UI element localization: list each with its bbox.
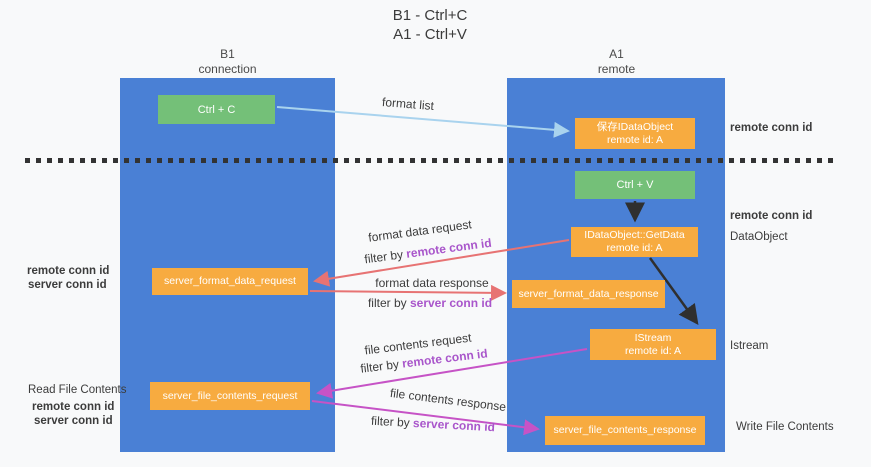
server-format-data-response-label: server_format_data_response	[518, 287, 659, 300]
store-idataobject-box: 保存IDataObject remote id: A	[575, 118, 695, 149]
server-format-data-request-box: server_format_data_request	[152, 268, 308, 295]
title-line-1: B1 - Ctrl+C	[392, 7, 468, 24]
server-file-contents-request-label: server_file_contents_request	[162, 389, 298, 402]
filter-by-text: filter by	[370, 413, 414, 430]
lane-a1-role: remote	[597, 62, 636, 76]
istream-line2: remote id: A	[624, 344, 682, 357]
annotation-istream: Istream	[730, 340, 769, 352]
annotation-read-file-contents: Read File Contents	[28, 384, 127, 396]
getdata-line1: IDataObject::GetData	[584, 229, 685, 241]
server-conn-id-text: server conn id	[409, 296, 493, 310]
remote-conn-id-text: remote conn id	[405, 235, 493, 261]
lane-b1-name: B1	[220, 47, 235, 61]
edge-label-filter-server-1: filter by server conn id	[368, 296, 492, 310]
annotation-remote-conn-id-left-1: remote conn id	[27, 265, 110, 277]
arrow-format-data-response	[309, 284, 507, 301]
annotation-dataobject: DataObject	[730, 231, 788, 243]
lane-header-a1-remote: A1 remote	[509, 47, 724, 77]
annotation-remote-conn-id-left-2: remote conn id	[32, 401, 115, 413]
edge-label-file-contents-response: file contents response	[389, 385, 507, 415]
copy-paste-separator-dashed-line	[25, 158, 833, 163]
getdata-line2: remote id: A	[606, 242, 663, 254]
annotation-write-file-contents: Write File Contents	[736, 421, 834, 433]
istream-box: IStream remote id: A	[590, 329, 716, 360]
server-format-data-response-box: server_format_data_response	[512, 280, 665, 308]
server-conn-id-text: server conn id	[412, 415, 496, 435]
server-file-contents-request-box: server_file_contents_request	[150, 382, 310, 410]
filter-by-text: filter by	[359, 356, 404, 376]
annotation-server-conn-id-left-2: server conn id	[34, 415, 113, 427]
edge-label-format-list: format list	[381, 94, 435, 114]
store-idataobject-line2: remote id: A	[606, 133, 664, 146]
idataobject-getdata-box: IDataObject::GetData remote id: A	[571, 227, 698, 257]
istream-line1: IStream	[634, 331, 672, 344]
edge-label-filter-server-2: filter by server conn id	[371, 414, 496, 434]
server-file-contents-response-box: server_file_contents_response	[545, 416, 705, 445]
annotation-remote-conn-id-mid: remote conn id	[730, 210, 813, 222]
server-file-contents-response-label: server_file_contents_response	[553, 424, 697, 436]
ctrl-v-label: Ctrl + V	[616, 179, 654, 191]
ctrl-v-box: Ctrl + V	[575, 171, 695, 199]
title-line-2: A1 - Ctrl+V	[393, 26, 467, 43]
store-idataobject-line1: 保存IDataObject	[596, 120, 674, 133]
server-format-data-request-label: server_format_data_request	[164, 275, 296, 287]
annotation-remote-conn-id-top: remote conn id	[730, 122, 813, 134]
edge-label-format-data-response: format data response	[375, 276, 489, 290]
filter-by-text: filter by	[363, 246, 408, 267]
filter-by-text: filter by	[367, 296, 410, 310]
ctrl-c-box: Ctrl + C	[158, 95, 275, 124]
lane-b1-role: connection	[198, 62, 257, 76]
lane-a1-name: A1	[609, 47, 624, 61]
diagram-title: B1 - Ctrl+C A1 - Ctrl+V	[330, 6, 530, 44]
lane-header-b1-connection: B1 connection	[120, 47, 335, 77]
ctrl-c-label: Ctrl + C	[197, 103, 236, 116]
annotation-server-conn-id-left-1: server conn id	[28, 279, 107, 291]
